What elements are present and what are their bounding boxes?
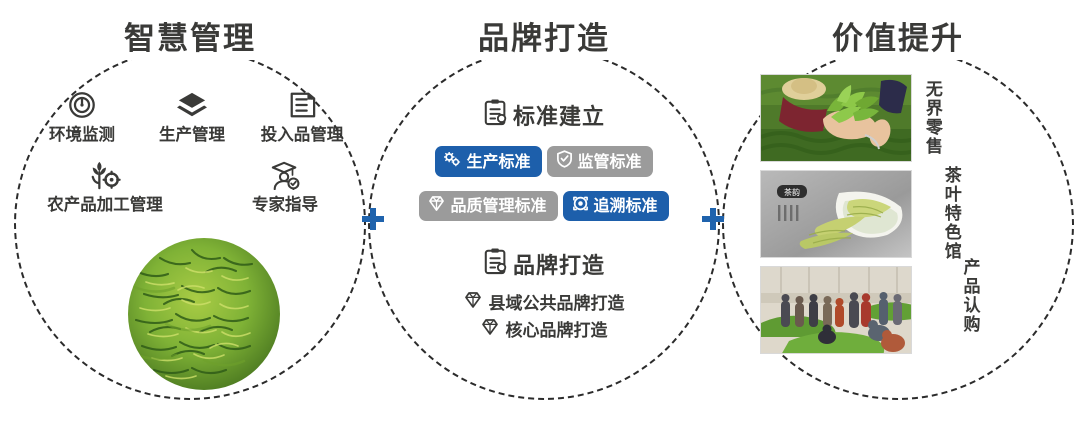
standards-tag-row-1: 生产标准 监管标准 bbox=[368, 146, 720, 178]
feature-label: 农产品加工管理 bbox=[47, 194, 163, 214]
feature-row-top: 环境监测 生产管理 bbox=[22, 88, 362, 146]
svg-text:茶韵: 茶韵 bbox=[784, 187, 800, 197]
tag-label: 监管标准 bbox=[577, 151, 642, 171]
vertical-label-tea-specialty-hall: 茶叶特色馆 bbox=[940, 166, 961, 261]
vertical-label-borderless-retail: 无界零售 bbox=[921, 80, 942, 156]
graduate-expert-icon bbox=[226, 158, 344, 192]
brand-group-title: 品牌打造 bbox=[368, 247, 720, 281]
brand-building-content: 标准建立 生产标准 bbox=[368, 98, 720, 344]
layers-icon bbox=[140, 88, 244, 122]
tag-production-standard[interactable]: 生产标准 bbox=[435, 146, 542, 178]
feature-expert-guidance: 专家指导 bbox=[226, 158, 344, 216]
smart-management-content: 环境监测 生产管理 bbox=[22, 88, 362, 215]
bullet-label: 核心品牌打造 bbox=[505, 320, 608, 341]
bullet-core-brand: 核心品牌打造 bbox=[368, 318, 720, 344]
brand-bullet-list: 县域公共品牌打造 核心品牌打造 bbox=[368, 291, 720, 344]
trace-target-icon bbox=[572, 195, 589, 216]
group-title-text: 品牌打造 bbox=[512, 254, 605, 280]
standards-tag-row-2: 品质管理标准 追溯标准 bbox=[368, 191, 720, 222]
feature-production-management: 生产管理 bbox=[140, 88, 244, 146]
document-box-icon bbox=[250, 88, 354, 122]
group-title-text: 标准建立 bbox=[512, 105, 605, 130]
photo-stack: 茶韵 bbox=[760, 74, 912, 424]
gauge-icon bbox=[30, 88, 134, 122]
tag-traceability-standard[interactable]: 追溯标准 bbox=[562, 191, 669, 222]
feature-label: 投入品管理 bbox=[260, 125, 344, 144]
feature-label: 生产管理 bbox=[159, 125, 225, 144]
heading-value-enhancement: 价值提升 bbox=[722, 20, 1074, 61]
shield-check-icon bbox=[556, 150, 573, 172]
feature-label: 环境监测 bbox=[49, 125, 115, 144]
bullet-label: 县域公共品牌打造 bbox=[488, 294, 625, 315]
heading-brand-building: 品牌打造 bbox=[368, 20, 720, 61]
tea-expo-photo bbox=[760, 266, 912, 354]
diamond-icon bbox=[428, 195, 445, 216]
tag-quality-management-standard[interactable]: 品质管理标准 bbox=[419, 191, 558, 222]
plus-connector-1 bbox=[360, 206, 386, 232]
standards-group-title: 标准建立 bbox=[368, 98, 720, 132]
feature-row-bottom: 农产品加工管理 专家指导 bbox=[22, 158, 362, 216]
clipboard-certificate-icon bbox=[483, 247, 509, 281]
value-enhancement-content: 茶韵 bbox=[760, 74, 1060, 424]
feature-environment-monitoring: 环境监测 bbox=[30, 88, 134, 146]
feature-input-management: 投入品管理 bbox=[250, 88, 354, 146]
tea-package-photo: 茶韵 bbox=[760, 170, 912, 258]
feature-label: 专家指导 bbox=[252, 194, 318, 214]
plus-connector-2 bbox=[700, 206, 726, 232]
gears-icon bbox=[444, 151, 461, 171]
tag-label: 品质管理标准 bbox=[450, 196, 547, 216]
wheat-gear-icon bbox=[46, 158, 164, 192]
tag-label: 生产标准 bbox=[466, 151, 531, 171]
heading-smart-management: 智慧管理 bbox=[14, 20, 366, 61]
diamond-icon bbox=[481, 318, 499, 344]
vertical-label-group: 无界零售 茶叶特色馆 产品认购 bbox=[921, 74, 980, 424]
feature-agri-processing-management: 农产品加工管理 bbox=[46, 158, 164, 216]
clipboard-certificate-icon bbox=[483, 98, 509, 132]
bullet-county-public-brand: 县域公共品牌打造 bbox=[368, 291, 720, 317]
tag-label: 追溯标准 bbox=[593, 196, 658, 216]
tea-leaves-pile-photo bbox=[120, 228, 288, 396]
vertical-label-product-subscription: 产品认购 bbox=[959, 258, 980, 334]
tag-supervision-standard[interactable]: 监管标准 bbox=[546, 146, 653, 178]
tea-picking-photo bbox=[760, 74, 912, 162]
diamond-icon bbox=[464, 291, 482, 317]
